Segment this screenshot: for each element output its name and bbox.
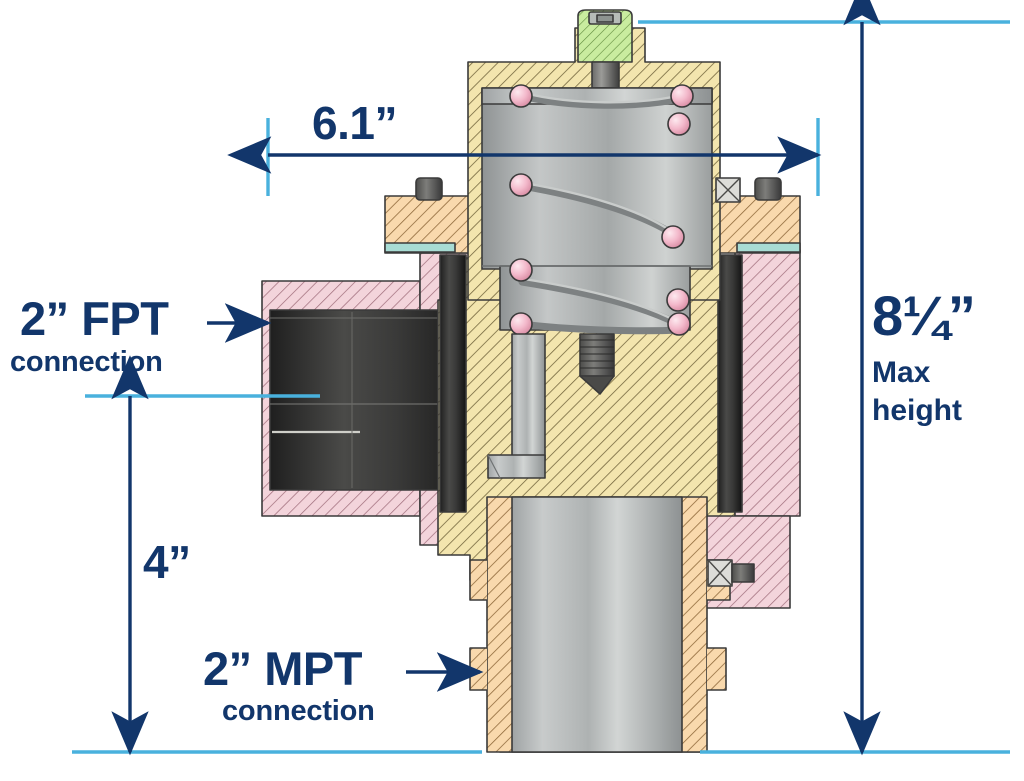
mpt-callout-line-1: 2” MPT: [203, 642, 362, 695]
fpt-callout-line-2: connection: [10, 346, 163, 378]
spring-coils: [516, 92, 688, 335]
fpt-callout-line-1: 2” FPT: [20, 292, 169, 345]
adjustment-cap: [577, 9, 633, 89]
lower-height-dimension-label: 4”: [143, 536, 191, 588]
height-dimension-caption-1: Max: [872, 356, 931, 389]
o-ring-upper-right: [715, 177, 741, 203]
flange-bolt-right: [754, 177, 782, 201]
adjusting-screw: [579, 333, 615, 395]
left-flange: [384, 195, 471, 513]
height-dimension-label: 8¼”: [872, 284, 976, 347]
flange-bolt-left: [415, 177, 443, 201]
height-dimension-caption-2: height: [872, 394, 962, 427]
spring-highlight: [522, 91, 684, 323]
mpt-callout-line-2: connection: [222, 695, 375, 727]
spring-end-seals: [509, 84, 694, 336]
o-ring-lower-right: [707, 559, 755, 587]
pilot-tube: [487, 333, 546, 479]
width-dimension-label: 6.1”: [312, 97, 397, 149]
right-elastomer-sleeve: [699, 195, 801, 609]
